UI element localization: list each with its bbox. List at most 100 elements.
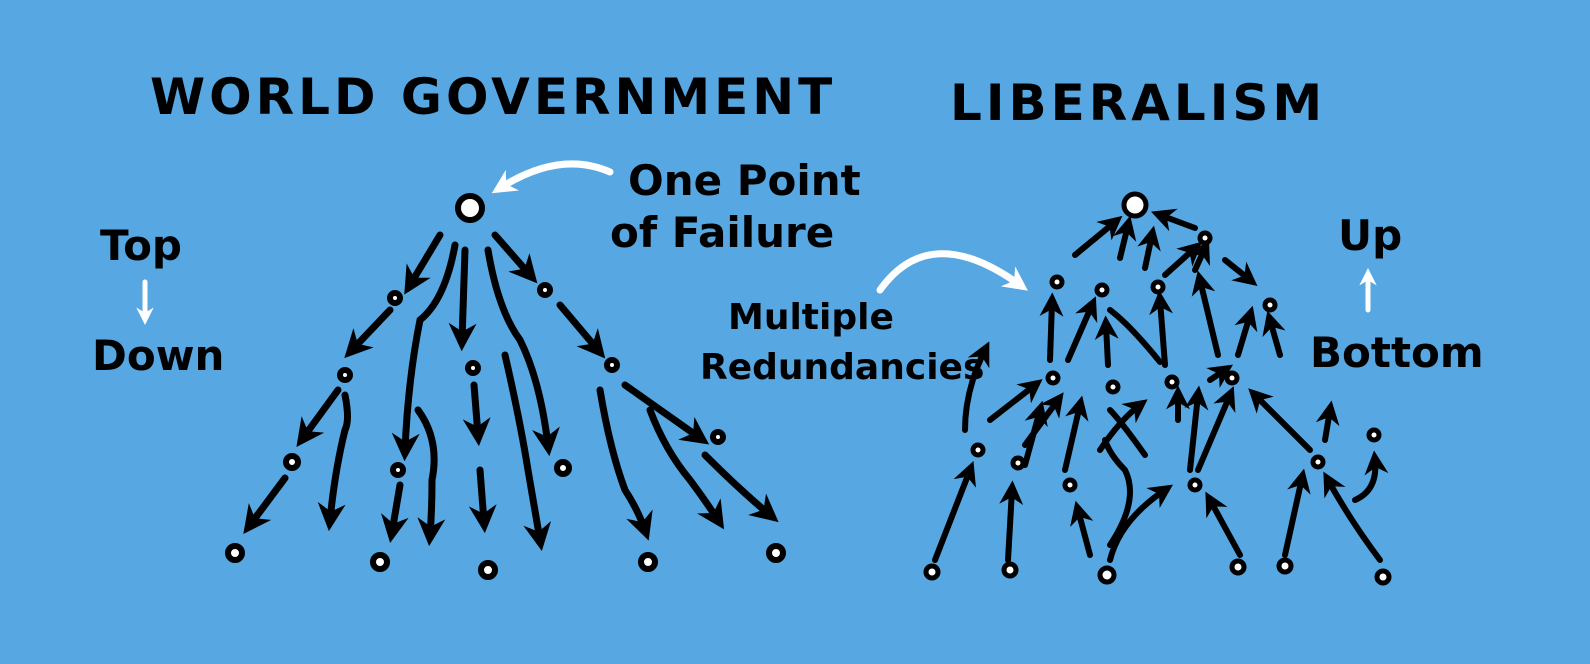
top-down-nodes <box>225 193 786 580</box>
edge <box>1094 315 1119 368</box>
edge <box>1065 296 1098 363</box>
bottom-up-network <box>932 208 1389 563</box>
edge <box>1039 292 1064 363</box>
left-title: WORLD GOVERNMENT <box>150 68 837 126</box>
edge <box>1195 386 1236 473</box>
edge <box>1137 225 1161 271</box>
node <box>1094 282 1110 298</box>
node <box>387 290 403 306</box>
node <box>1010 455 1026 471</box>
node <box>1105 379 1121 395</box>
leaf-node <box>1097 565 1117 585</box>
node <box>390 462 406 478</box>
edge <box>243 474 289 534</box>
edge <box>1162 241 1203 278</box>
edge <box>296 386 342 448</box>
leaf-node <box>1001 561 1019 579</box>
leaf-node <box>478 560 498 580</box>
edge <box>1107 407 1148 458</box>
edge <box>468 466 497 534</box>
one-point-label: One Point <box>628 156 861 205</box>
edge <box>1072 215 1123 258</box>
edge <box>448 246 477 352</box>
node <box>465 360 481 376</box>
edge <box>1205 491 1243 558</box>
edge <box>987 379 1043 423</box>
edge <box>1184 385 1209 473</box>
node <box>337 367 353 383</box>
node <box>537 282 553 298</box>
node <box>1045 370 1061 386</box>
edge <box>484 246 560 457</box>
leaf-node <box>225 543 245 563</box>
leaf-node <box>370 552 390 572</box>
node <box>1150 279 1166 295</box>
edge <box>1323 471 1383 563</box>
node <box>283 453 301 471</box>
edge <box>1191 270 1221 358</box>
right-title: LIBERALISM <box>950 74 1327 132</box>
node <box>1224 370 1240 386</box>
edge <box>1022 400 1048 468</box>
redundancies-pointer-arrow <box>876 250 1028 294</box>
root-node <box>1121 191 1149 219</box>
edge <box>1262 310 1286 358</box>
edge <box>317 391 351 532</box>
edge <box>701 451 779 523</box>
edge <box>962 341 990 433</box>
edge <box>999 480 1024 563</box>
edge <box>1352 450 1389 503</box>
edge <box>932 461 976 563</box>
edge <box>1149 290 1174 368</box>
edge <box>501 351 552 552</box>
edge <box>1315 400 1340 443</box>
node <box>1164 374 1180 390</box>
leaf-node <box>1229 558 1247 576</box>
edge <box>1112 215 1137 261</box>
edge <box>414 406 446 547</box>
edge <box>1070 500 1094 558</box>
edge <box>1107 307 1163 365</box>
up-label: Up <box>1338 211 1403 260</box>
edge <box>1107 484 1173 563</box>
leaf-node <box>1276 557 1294 575</box>
edge <box>1234 305 1258 358</box>
redundancies-label: Redundancies <box>700 347 985 388</box>
edge <box>491 231 538 284</box>
failure-pointer-arrow <box>491 160 614 194</box>
node <box>1187 477 1203 493</box>
node <box>1366 427 1382 443</box>
edge <box>391 241 459 462</box>
node <box>1262 297 1278 313</box>
edge <box>556 301 606 359</box>
edge <box>1188 239 1210 273</box>
edge <box>1151 208 1198 232</box>
edge <box>344 306 394 359</box>
node <box>1062 477 1078 493</box>
node <box>554 459 572 477</box>
edge <box>596 386 653 541</box>
node <box>1197 230 1213 246</box>
edge <box>646 406 725 530</box>
node <box>970 442 986 458</box>
edge <box>1222 257 1258 286</box>
bottom-up-nodes <box>923 191 1392 586</box>
edge <box>404 231 444 295</box>
top-down-tree <box>243 231 779 552</box>
node <box>1310 454 1326 470</box>
edge <box>381 481 409 544</box>
edge <box>1206 364 1233 388</box>
edge <box>1248 388 1313 453</box>
bottom-label: Bottom <box>1310 328 1484 377</box>
multiple-label: Multiple <box>728 297 894 338</box>
leaf-node <box>1374 568 1392 586</box>
leaf-node <box>638 552 658 572</box>
node <box>604 357 620 373</box>
leaf-node <box>766 543 786 563</box>
root-node <box>455 193 485 223</box>
edge <box>462 381 491 447</box>
node <box>710 429 726 445</box>
edge <box>1102 437 1133 548</box>
